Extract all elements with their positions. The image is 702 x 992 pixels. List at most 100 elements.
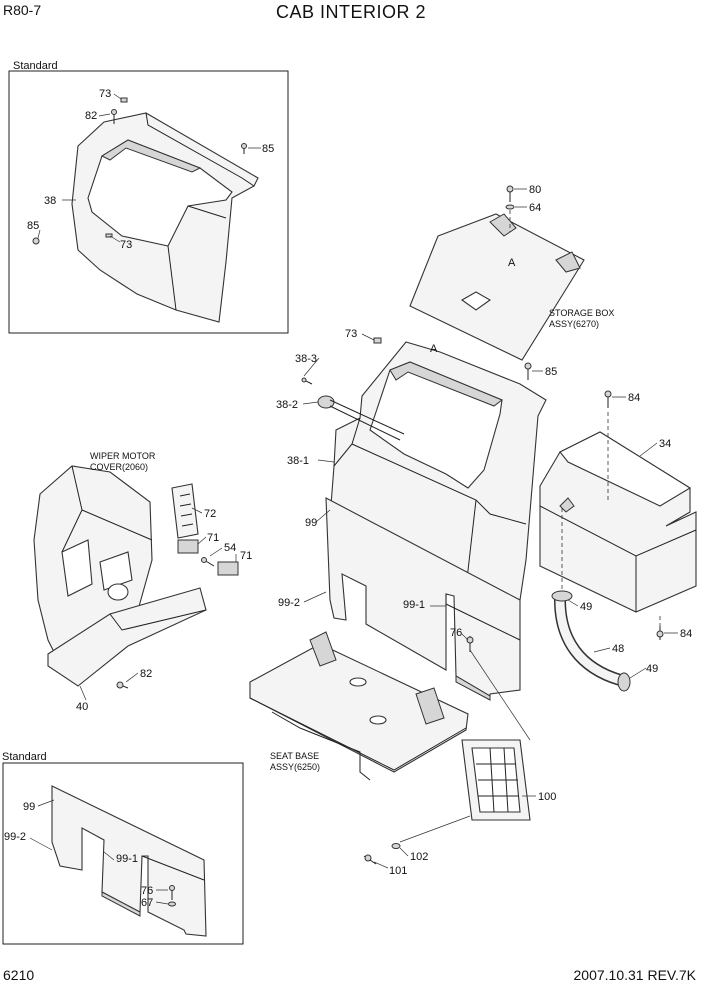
box-leaders: [612, 396, 678, 634]
inset-label-bottom: Standard: [2, 751, 47, 763]
callout-40: 40: [76, 701, 88, 713]
switch-72: [171, 483, 199, 539]
bolt-85-lower: [32, 237, 40, 245]
callout-85-main: 85: [545, 366, 557, 378]
wiper-cover-label-1: WIPER MOTOR: [90, 451, 156, 461]
storage-box-label-1: STORAGE BOX: [549, 308, 614, 318]
storage-box-lid: [409, 213, 585, 361]
panel-99-standard: [51, 785, 207, 937]
page-title: CAB INTERIOR 2: [275, 2, 427, 22]
callout-inset-67: 67: [141, 897, 153, 909]
wiper-leaders: [79, 507, 237, 701]
callout-top-85: 85: [262, 143, 274, 155]
bolt-76-head: [466, 636, 474, 644]
revision-date: 2007.10.31 REV.7K: [573, 967, 696, 983]
grille-leaders: [399, 649, 536, 843]
callout-inset-99: 99: [23, 801, 35, 813]
detail-a-lid: A: [508, 257, 516, 269]
callout-top-73: 73: [99, 88, 111, 100]
callout-38-3: 38-3: [295, 353, 317, 365]
bolt-84-upper-head: [604, 390, 612, 398]
callout-inset-99-2: 99-2: [4, 831, 26, 843]
clip-73-main: [373, 337, 382, 344]
callout-54: 54: [224, 542, 236, 554]
callout-top-82: 82: [85, 110, 97, 122]
screw-80-head: [506, 185, 514, 193]
callout-34: 34: [659, 438, 671, 450]
callout-99-2: 99-2: [278, 597, 300, 609]
callout-73-main: 73: [345, 328, 357, 340]
callout-72: 72: [204, 508, 216, 520]
washer-67-inset: [168, 901, 176, 907]
callout-99-1: 99-1: [403, 599, 425, 611]
panel-leaders: [303, 509, 469, 641]
cover-leaders: [302, 333, 543, 463]
lower-panel-99: [325, 497, 521, 701]
callout-64: 64: [529, 202, 541, 214]
detail-a-cover: A: [430, 343, 438, 355]
clamp-49-lower: [617, 672, 631, 692]
screw-101-head: [364, 854, 372, 862]
hose-leaders: [567, 599, 647, 679]
callout-71-lower: 71: [240, 550, 252, 562]
drain-hose-48: [551, 590, 631, 692]
inset-frame-top: [8, 70, 289, 334]
knob-71-lower: [217, 561, 239, 576]
screw-38-3-head: [301, 377, 307, 383]
top-inset-leaders: [37, 93, 261, 243]
seat-base-assembly: [249, 631, 469, 781]
bolt-84-lower-head: [656, 630, 664, 638]
wiper-cover-label-2: COVER(2060): [90, 462, 148, 472]
screw-82-left-head: [116, 681, 124, 689]
knob-71-upper: [177, 539, 199, 554]
callout-71-upper: 71: [207, 532, 219, 544]
inset-frame-bottom: [2, 762, 244, 945]
lid-leaders: [514, 188, 527, 208]
fastener-leaders: [373, 847, 409, 869]
bolt-85-main-head: [524, 362, 532, 370]
vent-grille-100: [461, 739, 531, 821]
inset-label-top: Standard: [13, 60, 58, 72]
box-dash-lines: [607, 412, 661, 628]
callout-49-upper: 49: [580, 601, 592, 613]
callout-inset-76: 76: [141, 885, 153, 897]
callout-top-85b: 85: [27, 220, 39, 232]
cover-panel-38: [71, 112, 259, 323]
inset-standard-bottom: Standard 99 99-2 99-1 76 67: [2, 751, 244, 945]
page-number: 6210: [3, 967, 35, 983]
bolt-85-upper-head: [241, 143, 247, 149]
callout-76-main: 76: [450, 627, 462, 639]
washer-64: [505, 204, 515, 210]
bolt-76-inset-head: [169, 885, 175, 891]
wiper-cover-bracket: [47, 587, 207, 687]
callout-82-left: 82: [140, 668, 152, 680]
callout-top-73b: 73: [120, 239, 132, 251]
callout-38-1: 38-1: [287, 455, 309, 467]
screw-54-head: [201, 557, 207, 563]
callout-80: 80: [529, 184, 541, 196]
clip-73: [120, 97, 128, 103]
clamp-49-upper: [551, 590, 573, 602]
callout-102: 102: [410, 851, 428, 863]
washer-102: [391, 843, 401, 849]
callout-84-upper: 84: [628, 392, 640, 404]
model-code: R80-7: [3, 2, 42, 18]
bottom-inset-leaders: [29, 799, 169, 905]
callout-top-38: 38: [44, 195, 56, 207]
seat-base-label-1: SEAT BASE: [270, 751, 319, 761]
callout-48: 48: [612, 643, 624, 655]
clip-73-lower: [105, 233, 113, 238]
screw-82-head: [111, 109, 117, 115]
callout-inset-99-1: 99-1: [116, 853, 138, 865]
callout-49-lower: 49: [646, 663, 658, 675]
storage-box-34: [539, 431, 697, 613]
seat-base-label-2: ASSY(6250): [270, 762, 320, 772]
callout-101: 101: [389, 865, 407, 877]
callout-38-2: 38-2: [276, 399, 298, 411]
callout-100: 100: [538, 791, 556, 803]
callout-84-lower: 84: [680, 628, 692, 640]
inset-standard-top: Standard 73 82 85 38 85 73: [8, 60, 289, 334]
storage-box-label-2: ASSY(6270): [549, 319, 599, 329]
callout-99: 99: [305, 517, 317, 529]
